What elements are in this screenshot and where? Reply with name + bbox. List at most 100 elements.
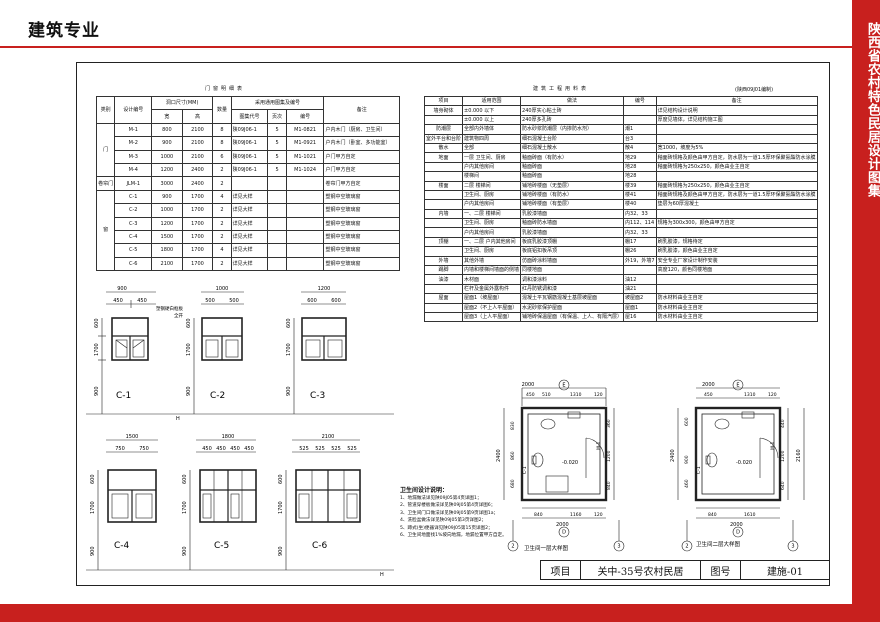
b1-right-dim-c: 840 (606, 481, 612, 490)
material-cell-note: 防水材料由业主自定 (655, 293, 818, 304)
door-cell-no: M1-1024 (285, 162, 325, 178)
window-c3: 1200 600 600 600 1700 900 C-3 (286, 286, 347, 414)
b2-overall-bottom: 2000 (730, 522, 743, 528)
material-cell-note: 刷乳胶漆，颜色由业主自定 (655, 246, 818, 257)
c6-bottom: 900 (278, 546, 284, 556)
material-cell-scope: 卫生间、厨房 (462, 246, 522, 257)
c1-note-frame: 塑钢硬白框板 (156, 305, 183, 312)
th-atlas-code: 图集代号 (230, 109, 269, 124)
material-cell-method: 釉面砖面 (520, 171, 625, 182)
material-cell-code: 棚26 (623, 246, 657, 257)
material-cell-method: 铺地砖楼面（有防水） (520, 189, 625, 201)
note-item: 3、卫生间门口做法详见陕09J05第9页详图1a； (400, 510, 499, 516)
project-name: 关中-35号农村民居 (581, 561, 701, 579)
material-cell-code: 油21 (623, 283, 657, 295)
material-cell-code: 棚17 (623, 236, 657, 248)
door-cell-atlas: 陕09J06-1 (230, 149, 269, 164)
header-title: 建筑专业 (28, 21, 100, 41)
th-category: 类别 (95, 96, 116, 124)
door-cell-note: 塑钢中空玻璃窗 (323, 189, 400, 205)
c6-part-d: 525 (347, 446, 357, 452)
door-cell-page (267, 203, 287, 218)
material-cell-note (655, 133, 818, 144)
b2-elevation: -0.020 (736, 460, 752, 466)
door-cell-atlas: 详见大样 (230, 189, 269, 205)
door-cell-no: M1-0821 (285, 122, 325, 138)
door-cell-id: M-4 (114, 162, 153, 178)
door-cell-note: 户内木门（卧室、多功能室） (323, 136, 400, 151)
material-cell-scope: 内墙和楼梯间墙面的侧墙 (462, 265, 522, 276)
c1-bottom: 900 (94, 386, 100, 396)
b1-top-dim-b: 510 (542, 392, 551, 398)
mat-table-caption: 建筑工程用料表 (533, 86, 590, 92)
header-rule (0, 46, 852, 48)
material-cell-method: 铺地砖楼面（无垫层） (520, 180, 625, 191)
material-cell-method: 乳胶漆墙面 (520, 227, 625, 238)
material-cell-method: 细石混凝土散水 (520, 142, 625, 154)
b2-right-dim-c: 640 (780, 481, 786, 490)
b1-total-h: 2400 (496, 449, 502, 462)
c4-height: 1700 (90, 501, 96, 514)
material-cell-scope: 一层 卫生间、厨房 (462, 152, 522, 163)
material-cell-scope: 全部内外墙体 (462, 124, 522, 135)
b1-overall-top: 2000 (522, 382, 535, 388)
material-cell-code: 屋16 (623, 311, 657, 323)
material-cell-item (423, 199, 464, 210)
door-cell-n: 2 (212, 176, 232, 191)
door-cell-h: 1700 (181, 229, 214, 245)
material-cell-method: 仿面砖涂料墙面 (520, 255, 625, 267)
door-cell-id: C-3 (114, 216, 153, 231)
material-cell-method: 防水砂浆防潮层（内掺防水剂） (520, 124, 625, 135)
material-row: 油漆木材面调和漆涂料油12 (423, 274, 818, 285)
c5-height: 1700 (182, 501, 188, 514)
material-row: 内墙一、二层 楼梯间乳胶漆墙面内32、33 (423, 208, 818, 220)
window-c6: 2100 525 525 525 525 600 1700 900 C-6 (278, 434, 361, 570)
material-cell-item (423, 114, 464, 126)
door-cell-h: 1700 (181, 256, 214, 272)
window-c4: 1500 750 750 600 1700 900 C-4 (90, 434, 158, 570)
door-cell-no (285, 229, 325, 245)
door-cell-n: 4 (212, 189, 232, 205)
c5-part-d: 450 (244, 446, 254, 452)
door-cell-atlas: 详见大样 (230, 229, 269, 245)
material-cell-note: 防水材料由业主自定 (655, 302, 818, 314)
c5-label: C-5 (214, 541, 229, 551)
material-cell-code: 内32、33 (623, 227, 657, 238)
material-cell-method: 板底铝扣板吊顶 (520, 246, 625, 257)
door-cell-page: 5 (267, 122, 287, 138)
bathroom-notes: 卫生间设计说明： 1、地漏做法详见陕09J05第4页详图1； 2、管道穿楼板做法… (400, 487, 530, 540)
door-cell-atlas: 陕09J06-1 (230, 136, 269, 151)
drawing-sheet (76, 62, 830, 586)
c5-bottom: 900 (182, 546, 188, 556)
th-height: 高 (181, 109, 214, 124)
b1-top-dim-c: 1310 (570, 392, 582, 398)
material-cell-scope: 建筑物四周 (462, 133, 522, 144)
door-cell-h: 1700 (181, 189, 214, 205)
material-cell-scope: 屋面2（不上人平屋面） (462, 302, 522, 314)
material-cell-note: 规格为300x300，颜色由甲方自定 (655, 218, 818, 229)
material-cell-code (623, 114, 657, 126)
material-cell-scope: 其他外墙 (462, 255, 522, 267)
door-cell-id: C-4 (114, 229, 153, 245)
b2-overall-top: 2000 (702, 382, 715, 388)
b1-right-dim-b: 1200 (606, 450, 612, 462)
c5-part-b: 450 (216, 446, 226, 452)
c3-part-b: 600 (331, 298, 341, 304)
title-block: 项目 关中-35号农村民居 图号 建施-01 (540, 560, 830, 580)
b1-title: 卫生间一层大样图 (524, 544, 569, 552)
material-cell-code (623, 265, 657, 276)
b1-elevation: -0.020 (562, 460, 578, 466)
material-cell-scope: 屋面1（坡屋面） (462, 293, 522, 304)
drawing-number: 建施-01 (766, 566, 804, 578)
door-cell-n: 2 (212, 203, 232, 218)
door-cell-id: C-5 (114, 243, 153, 258)
material-cell-note: 宽1000，坡度为5% (655, 142, 818, 154)
material-cell-method: 调和漆涂料 (520, 274, 625, 285)
b2-top-dim-b: 1310 (744, 392, 756, 398)
